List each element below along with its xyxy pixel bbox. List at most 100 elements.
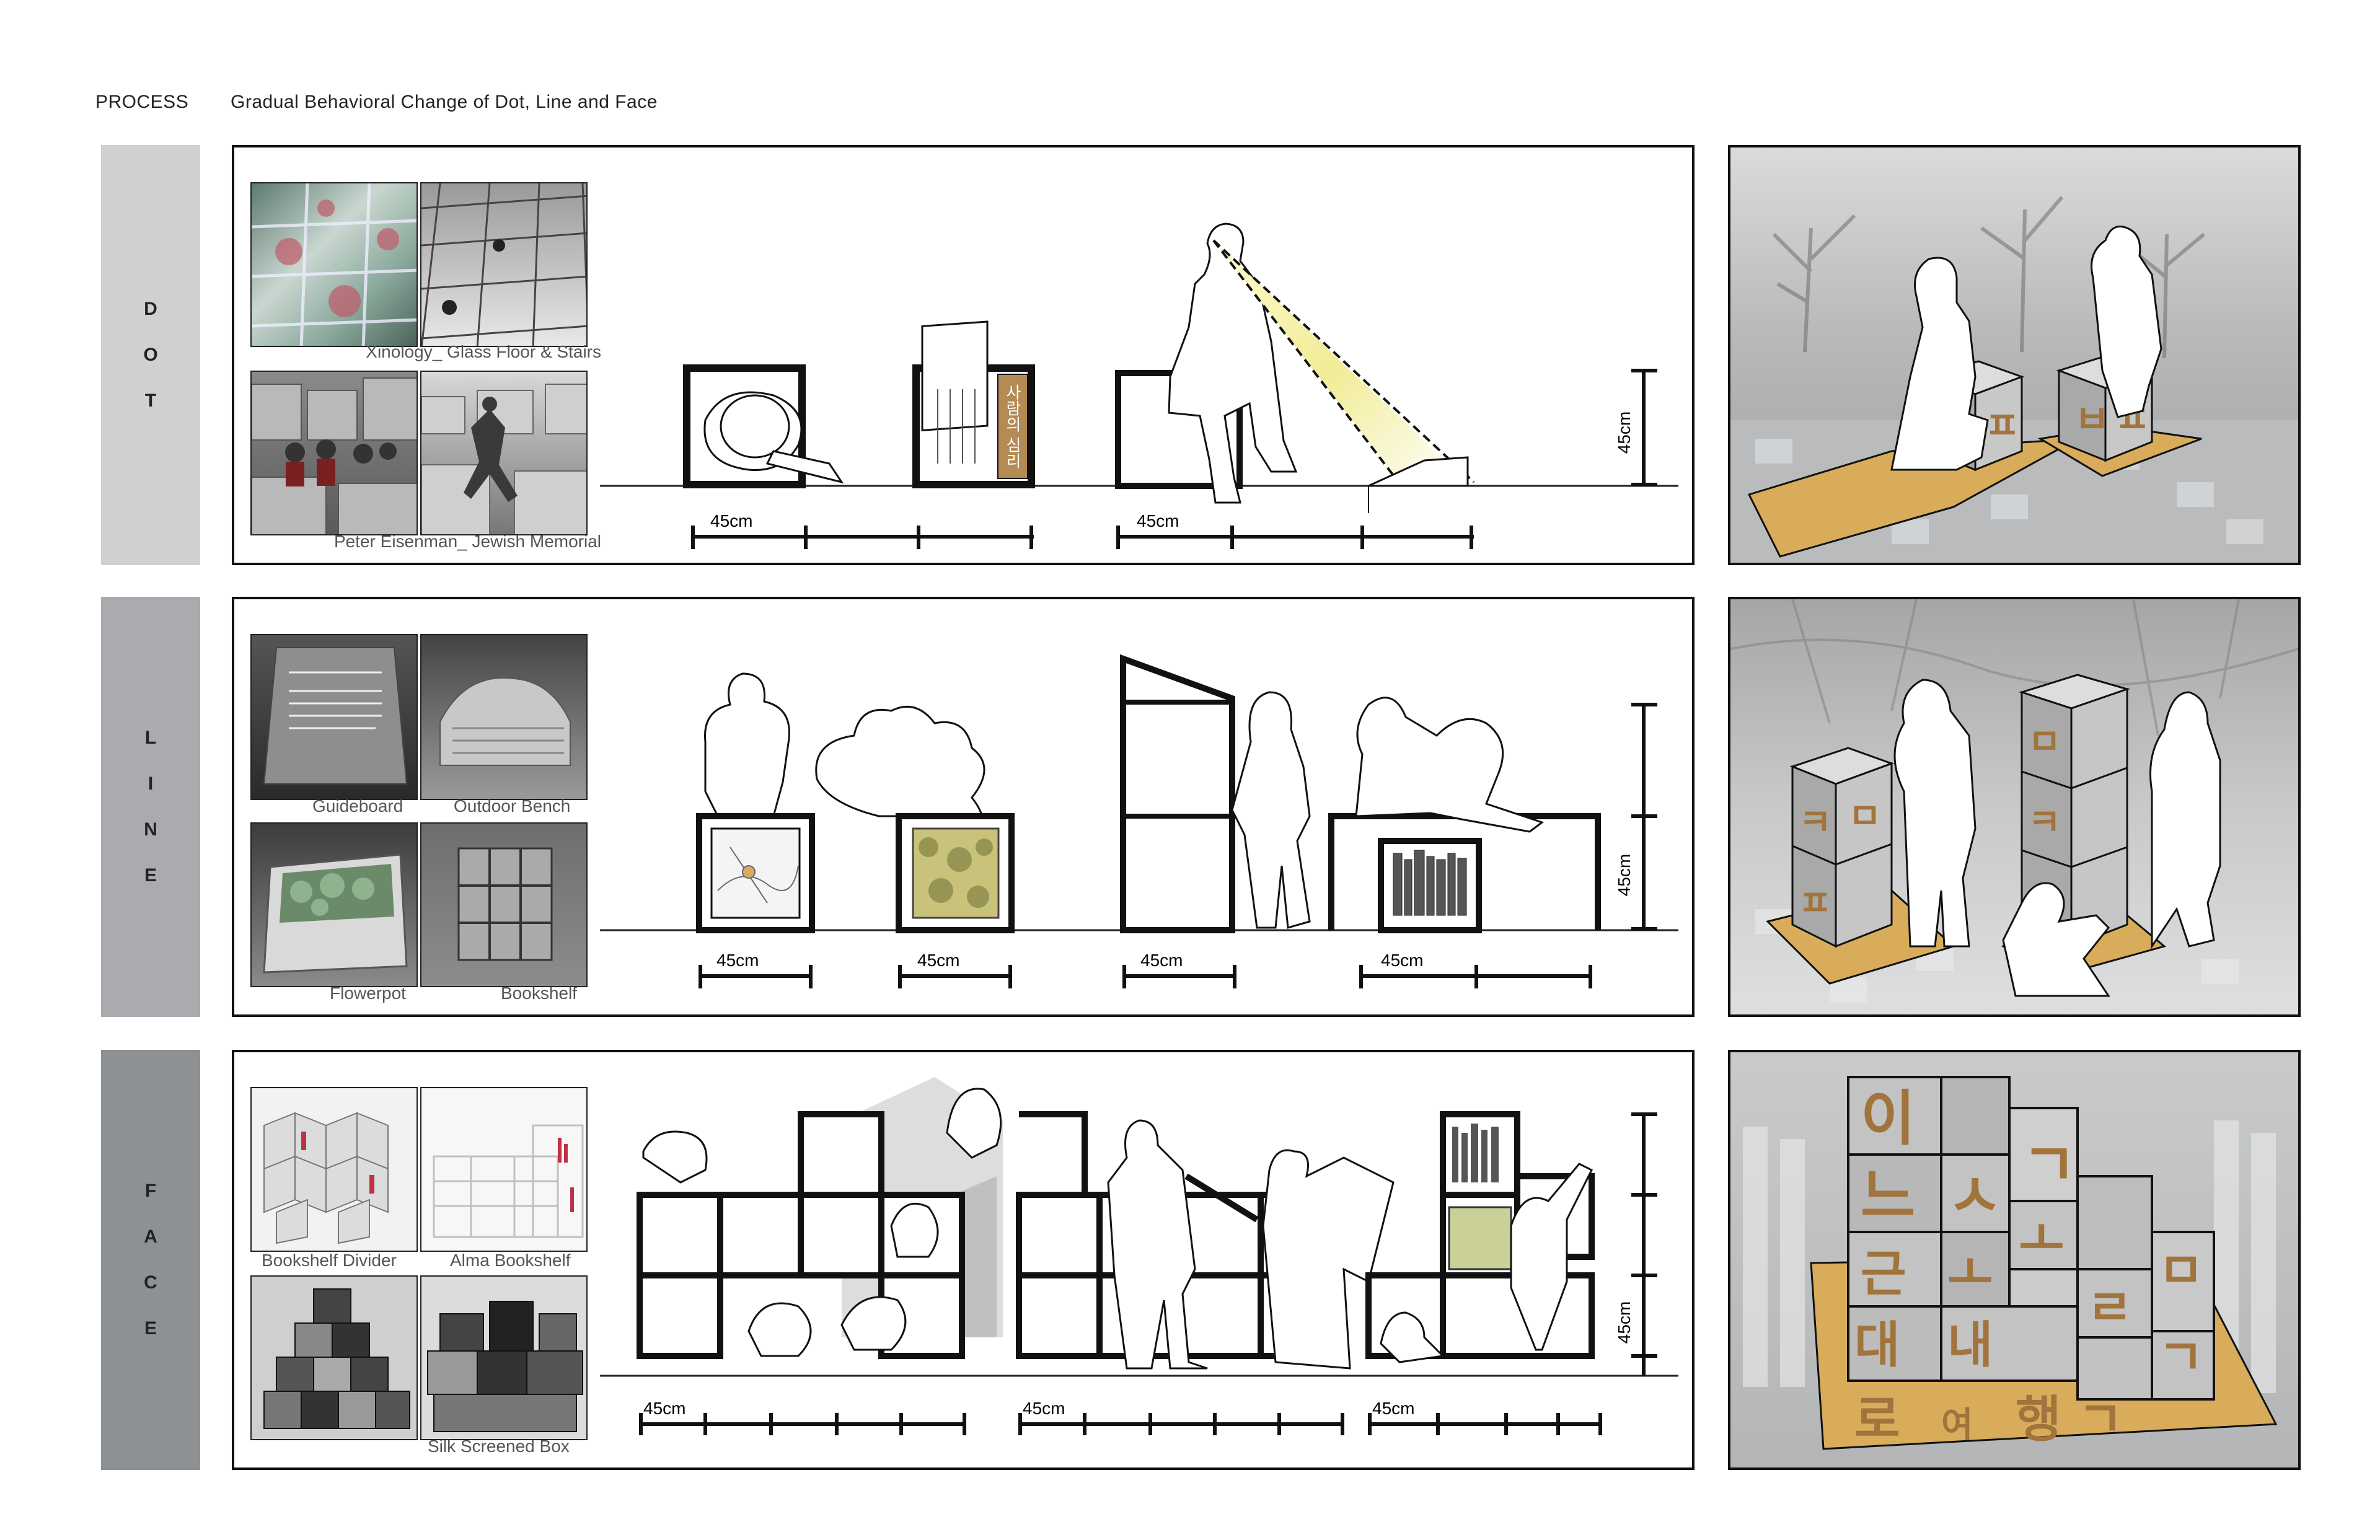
svg-text:ㄱ: ㄱ (2078, 1392, 2123, 1447)
person-topview (747, 1302, 812, 1357)
scale-label: 45cm (1137, 511, 1179, 530)
caption-glass-floor: Xinology_ Glass Floor & Stairs (366, 342, 601, 361)
row-letter: F (144, 1181, 157, 1201)
line-render-scene: ㅋ ㅁ ㅍ ㅁ ㅋ ㅂ (1730, 599, 2298, 1002)
svg-text:ㅅ: ㅅ (1947, 1163, 2002, 1230)
reclining-person (1355, 697, 1545, 833)
row-letter: I (148, 773, 154, 794)
scale-label: 45cm (1372, 1399, 1414, 1418)
block-glyphs: 이 느 ㅅ ㄱ 근 ㅗ ㅗ ㅁ 대 내 ㄹ ㄱ 로 여 행 ㄱ (1854, 1086, 2204, 1447)
caption-silk-screened-box: Silk Screened Box (428, 1437, 570, 1456)
boxes-shape (263, 1288, 410, 1429)
svg-text:ㅁ: ㅁ (2028, 722, 2061, 762)
child-figure (1510, 1163, 1593, 1351)
svg-text:ㅋ: ㅋ (2028, 803, 2061, 843)
dot-render-scene: ㅂ ㅍ ㅂ ㅍ (1730, 196, 2298, 563)
dot-panel: Xinology_ Glass Floor & Stairs Peter Eis… (232, 145, 1695, 565)
height-label: 45cm (1615, 854, 1634, 896)
scale-label: 45cm (1381, 951, 1423, 970)
svg-text:근: 근 (1861, 1246, 1906, 1301)
caption-bookshelf: Bookshelf (501, 983, 577, 1003)
standing-person (704, 672, 790, 817)
row-letter: C (144, 1272, 157, 1293)
svg-text:내: 내 (1947, 1318, 1993, 1373)
face-render-scene: 이 느 ㅅ ㄱ 근 ㅗ ㅗ ㅁ 대 내 ㄹ ㄱ 로 여 행 ㄱ (1743, 1076, 2278, 1450)
bookshelf-divider-photo (250, 1087, 418, 1252)
boxes-shape (427, 1301, 583, 1432)
bench-shape (439, 677, 571, 766)
glass-grid (421, 183, 586, 346)
pattern-block-wall (1847, 1076, 2215, 1401)
scale-label: 45cm (917, 951, 959, 970)
bookshelf-shape (457, 847, 553, 961)
line-panel: Guideboard Outdoor Bench Flowerpot Books… (232, 597, 1695, 1017)
seated-person (2091, 226, 2162, 418)
svg-text:이: 이 (1861, 1086, 1915, 1152)
row-letter: A (144, 1226, 157, 1247)
flowerpot-photo (250, 822, 418, 987)
svg-text:로: 로 (1854, 1392, 1900, 1447)
scale-label: 45cm (1140, 951, 1183, 970)
row-letter: E (144, 1318, 157, 1339)
standing-person (2149, 691, 2221, 949)
row-letter: T (144, 390, 157, 411)
row-letter: E (144, 865, 157, 886)
seated-person (1890, 257, 1989, 471)
row-letter: L (144, 728, 157, 748)
standing-person (1893, 679, 1977, 948)
row-letter: N (144, 819, 157, 840)
glass-grid (252, 183, 416, 346)
person-topview (642, 1130, 708, 1184)
bookshelf-photo (420, 822, 588, 987)
jewish-memorial-photo-1 (250, 371, 418, 535)
memorial-blocks (252, 377, 416, 534)
sitting-reader (2002, 882, 2110, 997)
height-dimension (1631, 369, 1657, 486)
sidebar-dot: D O T (101, 145, 200, 565)
face-section-drawing: 45cm 45cm 45cm 45cm (600, 1077, 1678, 1435)
person-reading (1262, 1149, 1395, 1370)
sign-text: 사람의 심리 (1003, 384, 1022, 469)
dot-section-drawing: 사람의 심리 45cm 45cm 45cm (600, 222, 1678, 549)
sidebar-face: F A C E (101, 1050, 200, 1470)
svg-text:ㄹ: ㄹ (2087, 1280, 2133, 1335)
scale-bar (691, 526, 1474, 549)
memorial-blocks (421, 384, 586, 534)
caption-flowerpot: Flowerpot (330, 983, 406, 1003)
face-panel: Bookshelf Divider Alma Bookshelf Silk Sc… (232, 1050, 1695, 1470)
scale-label: 45cm (716, 951, 759, 970)
svg-text:ㅁ: ㅁ (2158, 1243, 2204, 1298)
person-topview (840, 1296, 907, 1351)
row-letter: D (144, 299, 157, 319)
person-topview (946, 1088, 1002, 1159)
section-label: PROCESS (95, 92, 189, 112)
height-label: 45cm (1615, 1301, 1634, 1344)
scale-bar (699, 965, 1592, 988)
svg-text:여: 여 (1941, 1405, 1973, 1444)
svg-text:ㅋ: ㅋ (1799, 803, 1831, 843)
wooden-deck (1747, 438, 2078, 558)
floor-panel (1368, 456, 1469, 487)
svg-text:ㅁ: ㅁ (1848, 796, 1881, 837)
leaning-person (815, 705, 985, 892)
svg-text:ㄱ: ㄱ (2022, 1132, 2076, 1199)
outdoor-bench-photo (420, 634, 588, 800)
crawling-baby (1380, 1311, 1445, 1363)
glass-floor-photo-2 (420, 182, 588, 347)
person-topview (890, 1202, 939, 1258)
person-silhouette (1168, 222, 1298, 504)
divider-shape (263, 1112, 389, 1244)
guideboard-shape (263, 647, 408, 785)
scale-bar (639, 1413, 1602, 1435)
height-dimension (1631, 703, 1657, 931)
line-render: ㅋ ㅁ ㅍ ㅁ ㅋ ㅂ (1728, 597, 2301, 1017)
standing-woman (1231, 691, 1311, 929)
flowerpot-shape (263, 853, 408, 974)
jewish-memorial-photo-2 (420, 371, 588, 535)
svg-text:ㅗ: ㅗ (2019, 1212, 2065, 1267)
svg-text:ㅍ: ㅍ (1985, 405, 2020, 447)
svg-text:ㅗ: ㅗ (1947, 1246, 1993, 1301)
face-render: 이 느 ㅅ ㄱ 근 ㅗ ㅗ ㅁ 대 내 ㄹ ㄱ 로 여 행 ㄱ (1728, 1050, 2301, 1470)
silk-screened-box-photo-1 (250, 1275, 418, 1440)
pattern-cube-stack: ㅋ ㅁ ㅍ (1789, 747, 1895, 948)
